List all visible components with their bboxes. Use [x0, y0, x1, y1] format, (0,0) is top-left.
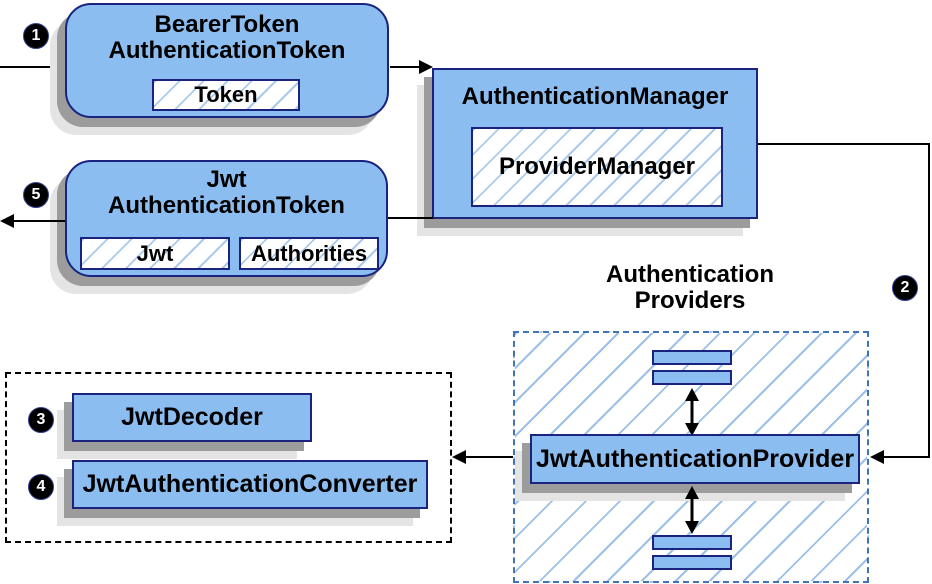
step-4-badge: 4: [28, 474, 54, 500]
providers-in-arrowhead-icon: [870, 450, 884, 464]
outgoing-result-arrowhead-icon: [0, 214, 14, 228]
providers-label-line1: Authentication: [606, 261, 774, 288]
authentication-manager-title: AuthenticationManager: [461, 83, 729, 110]
decoder-converter-group: 3 JwtDecoder 4 JwtAuthenticationConverte…: [5, 372, 452, 543]
incoming-request-line: [0, 66, 66, 68]
bearer-token-title-line2: AuthenticationToken: [108, 37, 346, 64]
token-chip: Token: [152, 79, 300, 111]
jwt-authentication-token-node: Jwt AuthenticationToken Jwt Authorities: [65, 160, 388, 277]
manager-to-providers-line-right: [928, 143, 930, 457]
authentication-providers-label: Authentication Providers: [565, 262, 815, 314]
authorities-chip: Authorities: [239, 237, 379, 270]
outgoing-result-line: [12, 220, 65, 222]
provider-stack-bar-3: [652, 535, 732, 550]
double-arrow-icon: [685, 388, 699, 436]
provider-to-decoder-arrowhead-icon: [452, 450, 466, 464]
bearer-to-manager-arrowhead-icon: [419, 60, 433, 74]
provider-stack-bar-1: [652, 350, 732, 365]
manager-to-providers-line-bottom: [884, 456, 930, 458]
step-2-badge: 2: [892, 275, 918, 301]
jwt-token-title-line2: AuthenticationToken: [108, 192, 345, 219]
jwt-token-title-line1: Jwt: [206, 166, 247, 193]
step-5-badge: 5: [23, 182, 49, 208]
bearer-token-title-line1: BearerToken: [154, 11, 300, 38]
step-3-badge: 3: [28, 407, 54, 433]
provider-stack-bar-4: [652, 555, 732, 570]
provider-stack-bar-2: [652, 370, 732, 385]
manager-to-jwt-line: [388, 217, 433, 219]
providers-label-line2: Providers: [634, 287, 746, 314]
jwt-authentication-provider-node: JwtAuthenticationProvider: [530, 434, 860, 484]
double-arrow-icon: [685, 486, 699, 534]
jwt-chip: Jwt: [80, 237, 230, 270]
provider-to-decoder-line: [466, 456, 513, 458]
jwt-token-title: Jwt AuthenticationToken: [67, 162, 386, 219]
jwt-decoder-node: JwtDecoder: [72, 393, 312, 442]
manager-to-providers-line-top: [758, 143, 929, 145]
bearer-token-authentication-token-node: BearerToken AuthenticationToken Token: [65, 3, 389, 118]
bearer-to-manager-line: [390, 66, 420, 68]
provider-manager-chip: ProviderManager: [471, 127, 723, 207]
authentication-manager-node: AuthenticationManager ProviderManager: [432, 68, 758, 219]
step-1-badge: 1: [23, 23, 49, 49]
authentication-providers-group: JwtAuthenticationProvider: [513, 331, 869, 583]
jwt-authentication-converter-node: JwtAuthenticationConverter: [72, 460, 428, 509]
bearer-token-title: BearerToken AuthenticationToken: [67, 5, 387, 64]
